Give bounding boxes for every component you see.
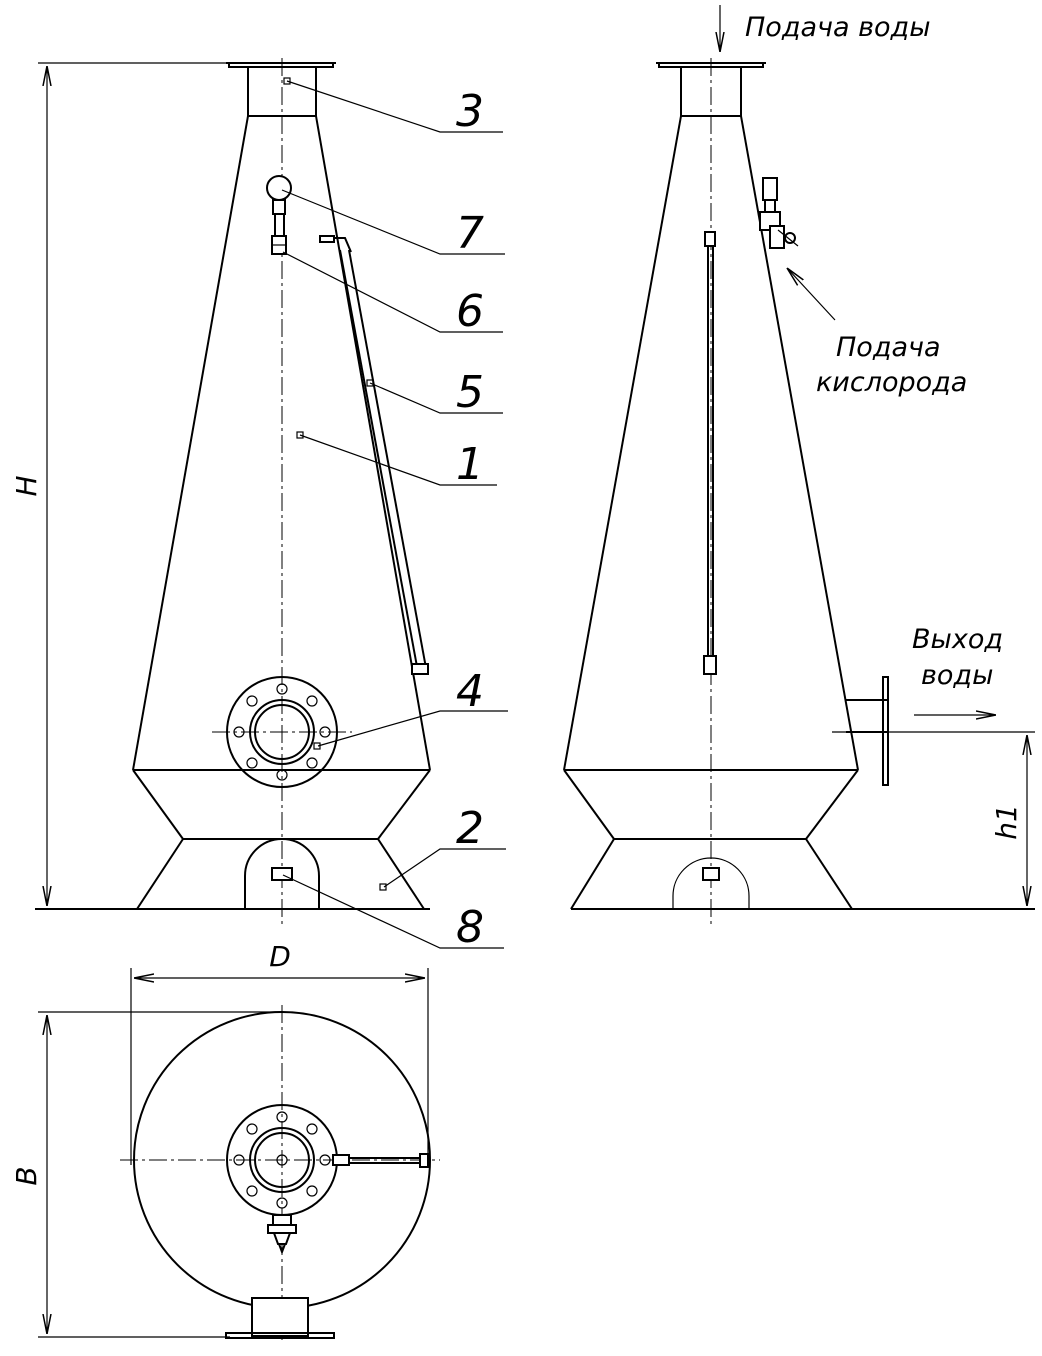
water-outlet-label-line1: Выход bbox=[912, 624, 1003, 655]
callout-dots bbox=[283, 77, 387, 891]
height-dimension bbox=[38, 62, 226, 906]
callout-5: 5 bbox=[456, 367, 484, 418]
callout-2: 2 bbox=[456, 803, 484, 854]
callout-4: 4 bbox=[456, 666, 484, 717]
water-outlet-label-line2: воды bbox=[921, 660, 993, 691]
leader-lines bbox=[281, 80, 508, 949]
oxygen-supply-label-line1: Подача bbox=[836, 332, 941, 363]
callout-8: 8 bbox=[456, 902, 484, 953]
height-dimension-label: H bbox=[10, 475, 43, 496]
oxygen-supply-label-line2: кислорода bbox=[816, 367, 967, 398]
front-view bbox=[35, 58, 508, 949]
water-inlet-label: Подача воды bbox=[745, 12, 931, 43]
callout-7: 7 bbox=[456, 208, 484, 259]
callout-3: 3 bbox=[456, 86, 484, 137]
flange-bolt-holes bbox=[233, 683, 331, 781]
top-view bbox=[38, 968, 440, 1340]
callout-1: 1 bbox=[456, 439, 484, 490]
diameter-dimension-label: D bbox=[269, 940, 291, 973]
side-view bbox=[563, 5, 1035, 925]
callout-6: 6 bbox=[456, 286, 484, 337]
width-dimension-label: B bbox=[10, 1166, 43, 1185]
top-flange-bolt-holes bbox=[233, 1111, 331, 1209]
outlet-height-dimension bbox=[832, 731, 1035, 906]
outlet-height-dimension-label: h1 bbox=[990, 804, 1023, 840]
